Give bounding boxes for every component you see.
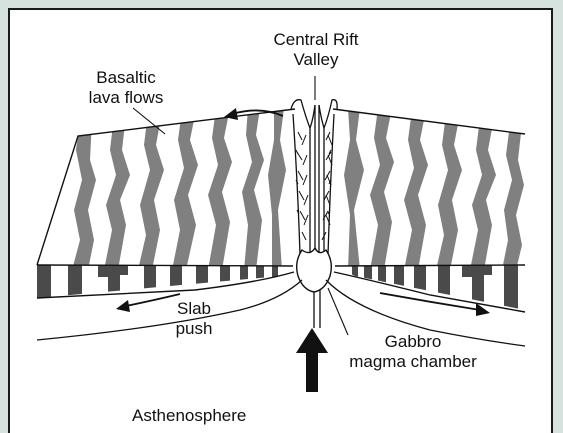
- rift-valley: [291, 100, 337, 260]
- diagram-frame: Central Rift Valley Basaltic lava flows …: [8, 8, 553, 433]
- label-basaltic-line2: lava flows: [76, 88, 176, 108]
- magma-chamber: [297, 248, 332, 292]
- label-gabbro-line2: magma chamber: [338, 352, 488, 372]
- label-central-rift-valley-line2: Valley: [256, 50, 376, 70]
- right-lava-stripes: [344, 108, 524, 270]
- rift-fractures: [296, 132, 332, 240]
- label-asthenosphere: Asthenosphere: [132, 406, 246, 426]
- label-leaders: [133, 76, 348, 335]
- label-basaltic-lava-flows: Basaltic lava flows: [76, 68, 176, 108]
- label-slab-push-line2: push: [164, 319, 224, 339]
- label-central-rift-valley: Central Rift Valley: [256, 30, 376, 70]
- label-gabbro-line1: Gabbro: [338, 332, 488, 352]
- label-slab-push: Slab push: [164, 299, 224, 339]
- label-basaltic-line1: Basaltic: [76, 68, 176, 88]
- upwelling-arrow: [296, 328, 328, 392]
- label-slab-push-line1: Slab: [164, 299, 224, 319]
- label-gabbro-magma-chamber: Gabbro magma chamber: [338, 332, 488, 372]
- label-central-rift-valley-line1: Central Rift: [256, 30, 376, 50]
